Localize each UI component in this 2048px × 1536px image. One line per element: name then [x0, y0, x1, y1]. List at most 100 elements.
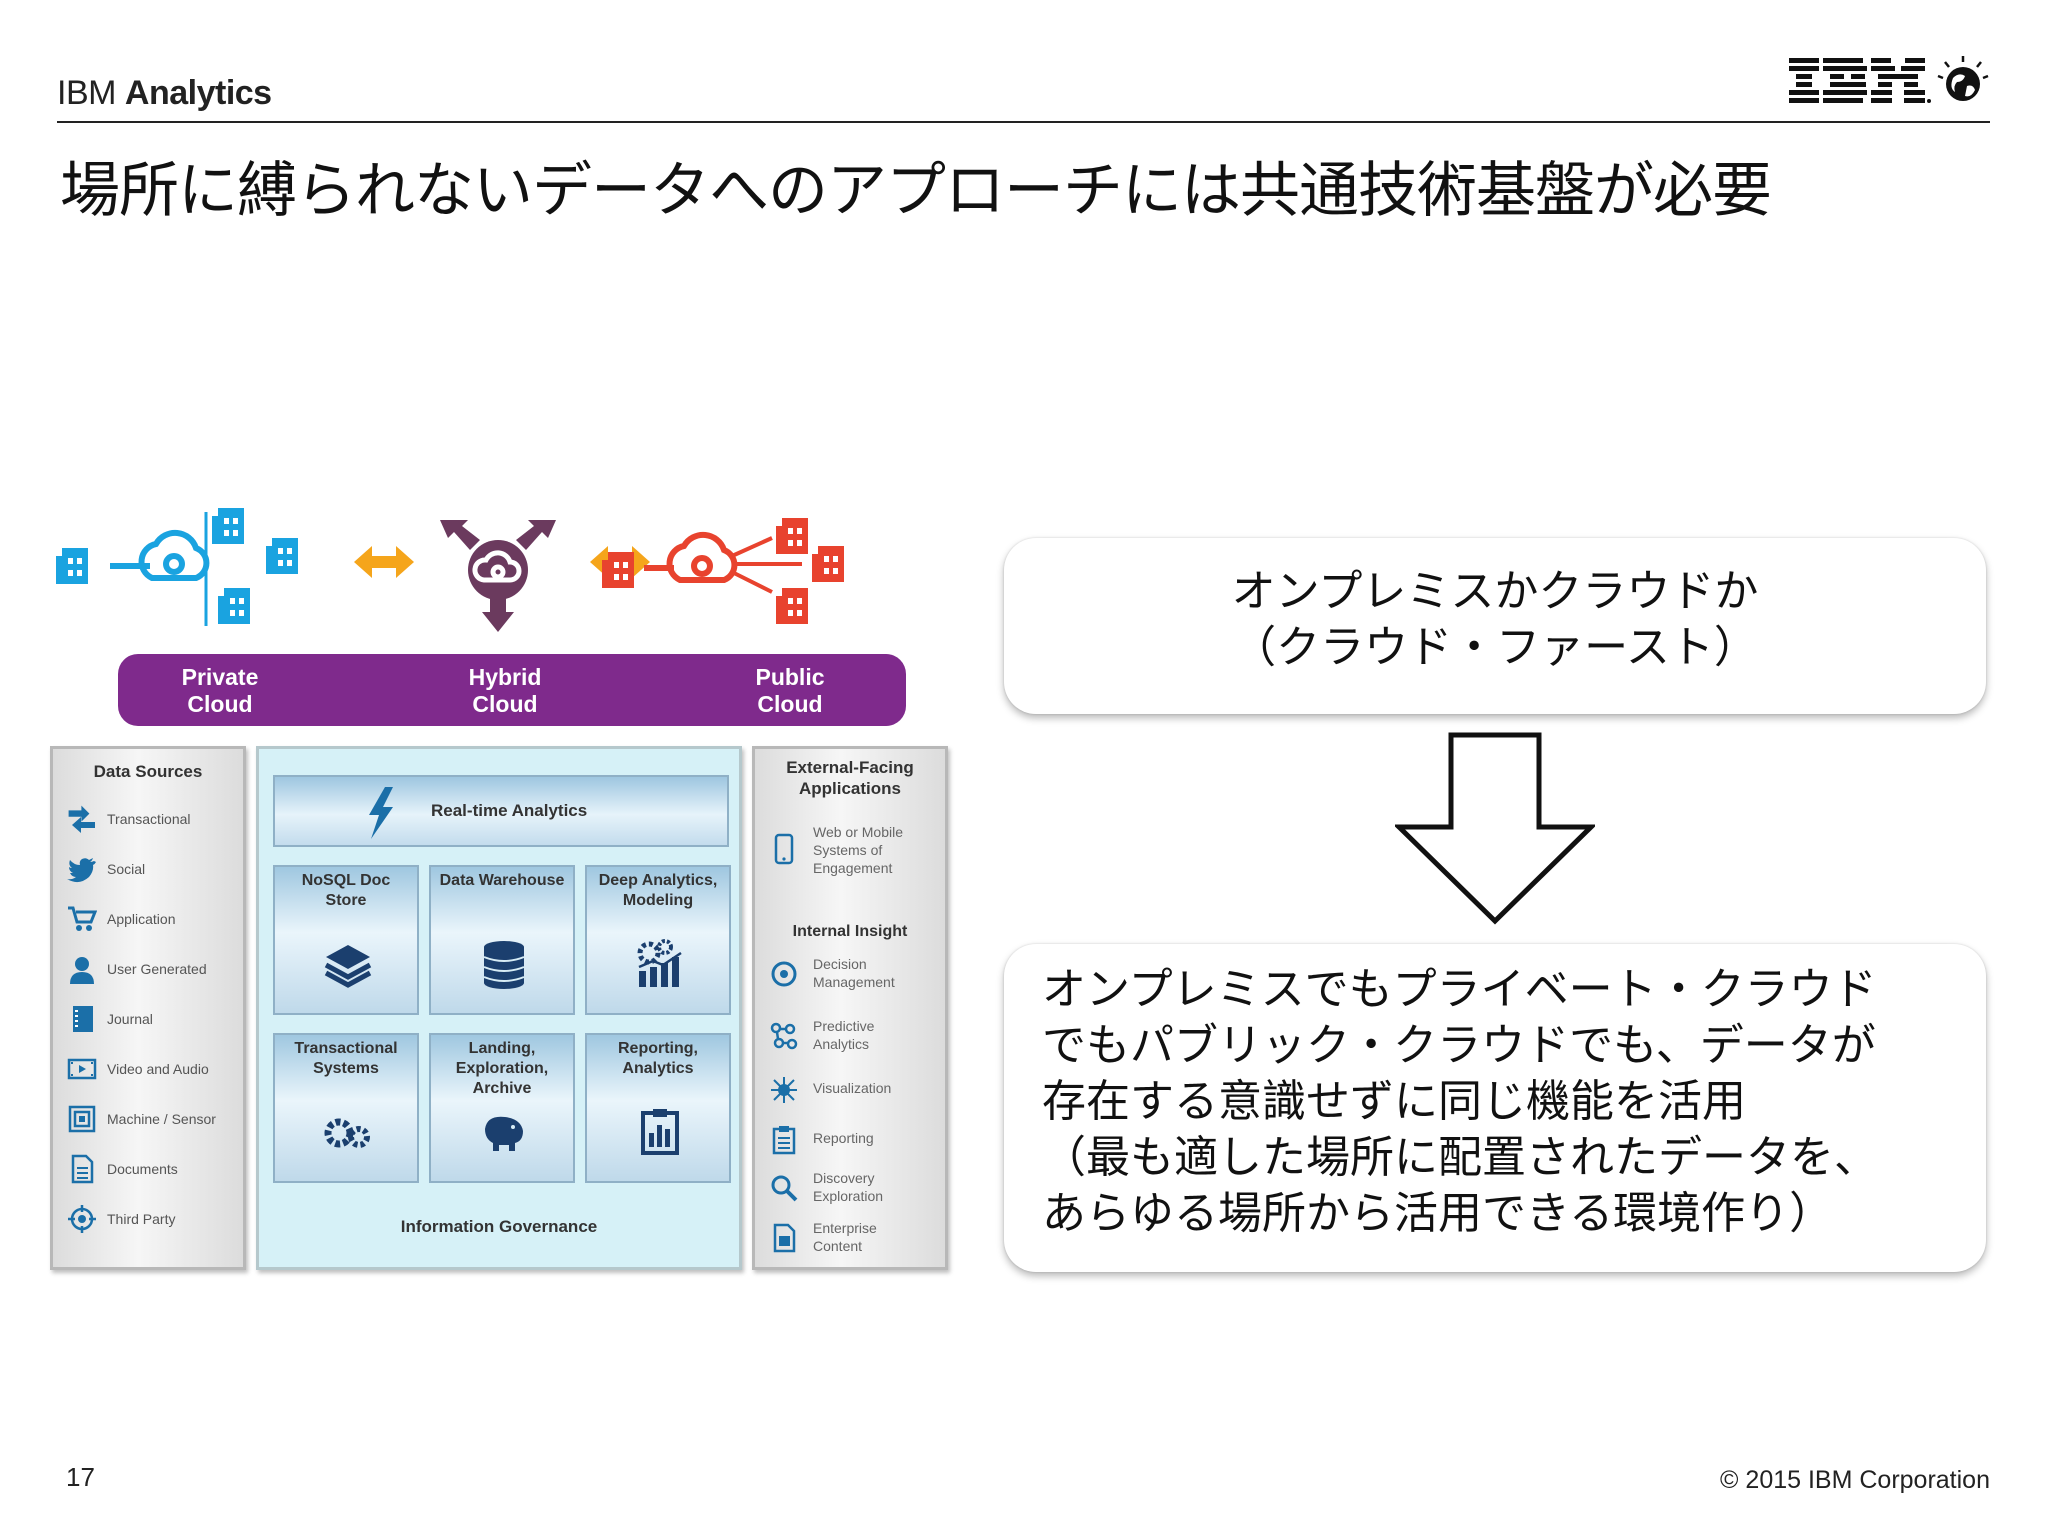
- analytics-platform-panel: Real-time Analytics NoSQL Doc Store Data…: [256, 746, 742, 1270]
- tile-label: Landing, Exploration, Archive: [455, 1040, 549, 1097]
- insight-label: Decision Management: [813, 956, 895, 990]
- internal-insight-heading: Internal Insight: [792, 923, 908, 940]
- source-label: Video and Audio: [107, 1061, 209, 1077]
- hybrid-strategy-text: オンプレミスでもプライベート・クラウド でもパブリック・クラウドでも、データが …: [1042, 964, 1878, 1239]
- source-item: Transactional: [67, 801, 191, 837]
- external-apps-heading: External-Facing Applications: [786, 758, 914, 798]
- ibm-logo-icon: [1789, 56, 1989, 103]
- page-number: 17: [66, 1462, 95, 1492]
- insight-label: Enterprise Content: [813, 1220, 877, 1254]
- layers-icon: [324, 945, 372, 988]
- brand-prefix: IBM: [57, 74, 116, 112]
- insight-item: Enterprise Content: [769, 1219, 877, 1255]
- source-item: Video and Audio: [67, 1051, 209, 1087]
- insight-label: Discovery Exploration: [813, 1170, 884, 1204]
- insight-label: Predictive Analytics: [813, 1018, 875, 1052]
- tile-label: Data Warehouse: [439, 872, 565, 889]
- platform-tile: NoSQL Doc Store: [273, 865, 419, 1015]
- architecture-diagram: Private Cloud Hybrid Cloud Public Cloud …: [48, 508, 958, 1270]
- platform-tile: Deep Analytics, Modeling: [585, 865, 731, 1015]
- tile-label: Deep Analytics, Modeling: [598, 872, 718, 909]
- brand-title: IBM Analytics: [57, 74, 272, 113]
- public-cloud-icon: [644, 531, 802, 594]
- information-governance-label: Information Governance: [400, 1217, 598, 1236]
- hybrid-strategy-box: オンプレミスでもプライベート・クラウド でもパブリック・クラウドでも、データが …: [1004, 944, 1986, 1272]
- gears-chart-icon: [637, 939, 682, 987]
- insight-label: Visualization: [813, 1080, 892, 1096]
- brand-bold: Analytics: [124, 74, 272, 112]
- source-label: Third Party: [107, 1211, 176, 1227]
- film-icon: [67, 1058, 97, 1080]
- source-item: Application: [67, 901, 176, 937]
- source-label: Journal: [107, 1011, 153, 1027]
- journal-icon: [73, 1006, 93, 1032]
- report-chart-icon: [641, 1109, 679, 1155]
- tile-label: NoSQL Doc Store: [301, 872, 391, 909]
- gears-icon: [324, 1118, 370, 1148]
- copyright: © 2015 IBM Corporation: [1720, 1466, 1990, 1494]
- twitter-bird-icon: [67, 858, 96, 883]
- public-building-icons: [602, 518, 844, 624]
- source-item: Journal: [67, 1001, 153, 1037]
- visualization-icon: [771, 1077, 797, 1103]
- slide-title: 場所に縛られないデータへのアプローチには共通技術基盤が必要: [60, 156, 1772, 226]
- source-label: Transactional: [107, 811, 191, 827]
- source-item: Machine / Sensor: [67, 1101, 216, 1137]
- sensor-icon: [68, 1105, 96, 1133]
- private-cloud-icon: [110, 512, 210, 626]
- platform-tile: Landing, Exploration, Archive: [429, 1033, 575, 1183]
- insight-label: Reporting: [813, 1130, 874, 1146]
- insight-item: Decision Management: [769, 955, 895, 991]
- down-arrow-icon: [1395, 732, 1595, 925]
- source-label: User Generated: [107, 961, 207, 977]
- hybrid-cloud-icon: [440, 520, 556, 632]
- platform-tile: Data Warehouse: [429, 865, 575, 1015]
- data-sources-heading: Data Sources: [93, 762, 203, 781]
- hybrid-cloud-label: Hybrid Cloud: [468, 664, 542, 717]
- insight-item: Predictive Analytics: [769, 1017, 874, 1053]
- data-sources-panel: Data Sources Transactional Social Applic…: [50, 746, 246, 1270]
- cart-icon: [68, 906, 97, 931]
- predictive-icon: [770, 1022, 798, 1050]
- insight-item: Discovery Exploration: [769, 1169, 883, 1205]
- source-item: User Generated: [67, 951, 207, 987]
- source-label: Social: [107, 861, 146, 877]
- application-item: Web or Mobile Systems of Engagement: [769, 823, 903, 877]
- database-icon: [483, 941, 525, 989]
- mobile-icon: [774, 833, 794, 865]
- cloud-first-box: オンプレミスかクラウドか （クラウド・ファースト）: [1004, 538, 1986, 714]
- hadoop-elephant-icon: [485, 1116, 523, 1151]
- content-icon: [773, 1223, 796, 1253]
- source-label: Application: [107, 911, 176, 927]
- source-item: Social: [67, 851, 145, 887]
- document-icon: [71, 1154, 94, 1184]
- source-label: Documents: [107, 1161, 178, 1177]
- realtime-analytics-box: Real-time Analytics: [273, 775, 729, 847]
- header-rule: [57, 121, 1990, 123]
- cloud-topology-icons: [56, 508, 844, 632]
- realtime-label: Real-time Analytics: [431, 801, 588, 820]
- public-cloud-label: Public Cloud: [755, 664, 825, 717]
- decision-icon: [771, 961, 797, 987]
- cloud-first-text: オンプレミスかクラウドか （クラウド・ファースト）: [1231, 566, 1759, 673]
- insight-item: Reporting: [769, 1121, 874, 1155]
- platform-tile: Reporting, Analytics: [585, 1033, 731, 1183]
- platform-tile: Transactional Systems: [273, 1033, 419, 1183]
- insight-item: Visualization: [769, 1071, 891, 1105]
- private-building-icons: [56, 508, 298, 624]
- source-item: Third Party: [67, 1201, 175, 1237]
- tile-label: Transactional Systems: [294, 1040, 398, 1077]
- private-cloud-label: Private Cloud: [181, 664, 259, 717]
- applications-panel: External-Facing Applications Web or Mobi…: [752, 746, 948, 1270]
- clipboard-icon: [772, 1126, 796, 1155]
- user-icon: [70, 957, 94, 984]
- source-item: Documents: [67, 1151, 178, 1187]
- magnifier-icon: [771, 1175, 798, 1202]
- tile-label: Reporting, Analytics: [618, 1040, 698, 1077]
- cloud-type-bar: Private Cloud Hybrid Cloud Public Cloud: [118, 654, 906, 726]
- lightning-icon: [369, 787, 393, 839]
- application-label: Web or Mobile Systems of Engagement: [813, 824, 904, 876]
- crosshair-icon: [68, 1205, 96, 1233]
- source-label: Machine / Sensor: [107, 1111, 216, 1127]
- transactional-icon: [68, 805, 95, 833]
